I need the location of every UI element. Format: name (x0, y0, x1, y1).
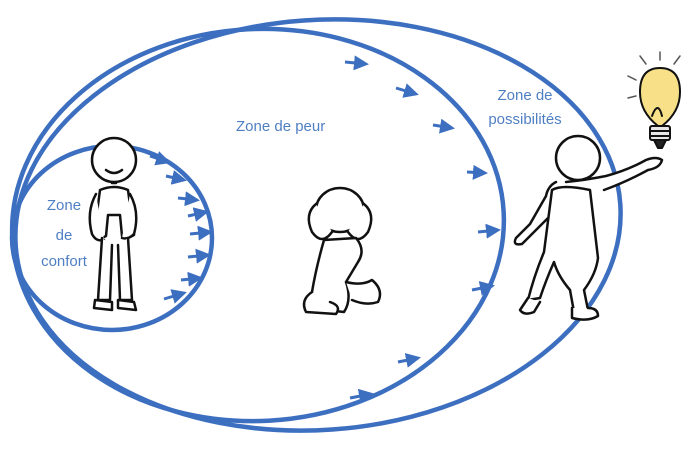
possibilities-zone-label: Zone de possibilités (470, 86, 580, 130)
comfort-zone-label: Zone de confort (24, 196, 104, 272)
possibilities-zone-label-line-2: possibilités (470, 110, 580, 130)
comfort-zone-label-line-3: confort (24, 252, 104, 272)
crouching-figure-icon (304, 188, 380, 314)
possibilities-zone-label-line-1: Zone de (470, 86, 580, 106)
light-bulb-icon (628, 52, 680, 148)
fear-zone-label: Zone de peur (236, 117, 366, 137)
comfort-zone-label-line-1: Zone (24, 196, 104, 216)
comfort-zone-label-line-2: de (24, 226, 104, 246)
walking-figure-with-bulb-icon (515, 136, 662, 320)
